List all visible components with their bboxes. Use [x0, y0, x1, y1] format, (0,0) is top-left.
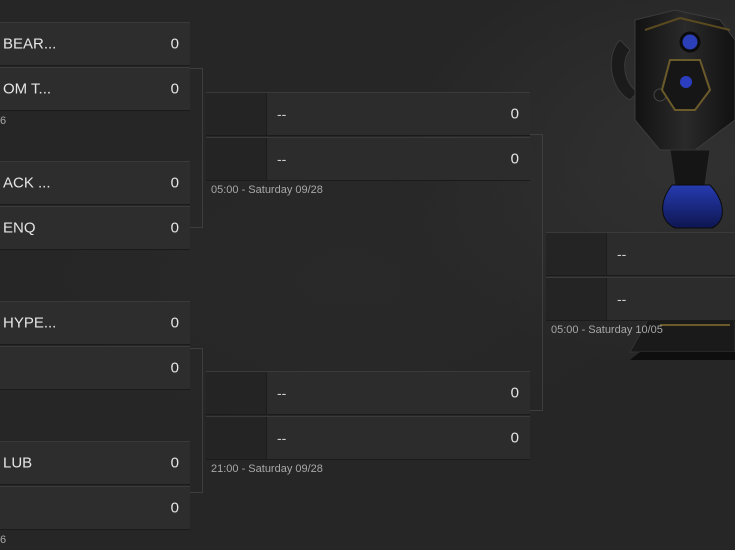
team-name: --: [277, 430, 287, 446]
team-logo-placeholder: [546, 233, 607, 275]
team-logo-placeholder: [206, 93, 267, 135]
team-logo-placeholder: [546, 278, 607, 320]
round1-slot[interactable]: ENQ 0: [0, 206, 190, 250]
team-name: --: [617, 291, 627, 307]
bracket-connector: [190, 68, 203, 228]
bracket-connector: [190, 348, 203, 493]
semifinal-slot[interactable]: -- 0: [206, 416, 530, 460]
team-score: 0: [170, 35, 179, 53]
team-name: ACK ...: [3, 174, 51, 192]
team-name: LUB: [3, 454, 33, 472]
team-name: HYPE...: [3, 314, 57, 332]
team-name: ENQ: [3, 219, 36, 237]
semifinal-slot[interactable]: -- 0: [206, 137, 530, 181]
round1-slot[interactable]: 0: [0, 486, 190, 530]
team-score: 0: [170, 174, 179, 192]
team-score: 0: [170, 499, 179, 517]
bracket-connector: [530, 134, 543, 411]
round1-slot[interactable]: ACK ... 0: [0, 161, 190, 205]
round1-slot[interactable]: OM T... 0: [0, 67, 190, 111]
team-logo-placeholder: [206, 372, 267, 414]
team-logo-placeholder: [206, 417, 267, 459]
team-score: 0: [170, 359, 179, 377]
round1-slot[interactable]: HYPE... 0: [0, 301, 190, 345]
trophy-cup-icon: [610, 9, 735, 360]
match-time: 6: [0, 534, 7, 546]
team-name: BEAR...: [3, 35, 57, 53]
round1-slot[interactable]: LUB 0: [0, 441, 190, 485]
team-logo-placeholder: [206, 138, 267, 180]
team-name: --: [277, 385, 287, 401]
match-time: 05:00 - Saturday 09/28: [211, 184, 323, 196]
team-score: 0: [170, 80, 179, 98]
team-score: 0: [170, 454, 179, 472]
team-score: 0: [170, 314, 179, 332]
team-name: --: [277, 151, 287, 167]
team-score: 0: [170, 219, 179, 237]
team-score: 0: [510, 384, 519, 402]
final-slot[interactable]: --: [546, 277, 735, 321]
team-score: 0: [510, 150, 519, 168]
team-score: 0: [510, 105, 519, 123]
semifinal-slot[interactable]: -- 0: [206, 92, 530, 136]
team-name: --: [617, 246, 627, 262]
semifinal-slot[interactable]: -- 0: [206, 371, 530, 415]
team-name: --: [277, 106, 287, 122]
final-slot[interactable]: --: [546, 232, 735, 276]
match-time: 05:00 - Saturday 10/05: [551, 324, 663, 336]
match-time: 21:00 - Saturday 09/28: [211, 463, 323, 475]
round1-slot[interactable]: BEAR... 0: [0, 22, 190, 66]
match-time: 6: [0, 115, 7, 127]
team-score: 0: [510, 429, 519, 447]
team-name: OM T...: [3, 80, 52, 98]
round1-slot[interactable]: 0: [0, 346, 190, 390]
